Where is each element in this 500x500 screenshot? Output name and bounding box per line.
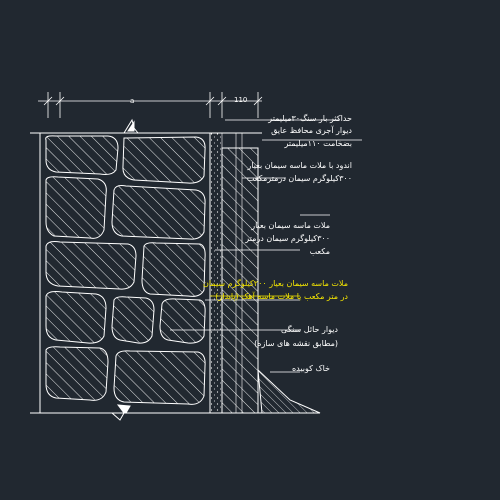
compacted-soil xyxy=(257,368,321,414)
brick-protective-wall xyxy=(221,147,259,414)
annotation-plaster: اندود با ملات ماسه سیمان بعیار xyxy=(247,161,352,170)
annotation-brick-thickness: بضخامت ۱۱۰میلیمتر xyxy=(284,139,352,148)
dimension-a: a xyxy=(130,97,135,105)
mortar-layer xyxy=(209,132,223,414)
annotation-brick-wall: دیوار آجری محافظ عایق xyxy=(271,126,352,135)
annotation-structural-drawings: (مطابق نقشه های سازه) xyxy=(254,339,338,348)
annotation-mortar-unit: مکعب xyxy=(309,247,330,256)
annotation-highlight-mortar: ملات ماسه سیمان بعیار ۲۰۰کیلوگرم سیمان xyxy=(202,279,348,288)
stone-blocks xyxy=(45,135,206,405)
annotation-plaster-mix: ۳۰۰کیلوگرم سیمان درمترمکعب xyxy=(246,174,352,183)
annotation-highlight-mortar-lime: در متر مکعب یا ملات ماسه آهک (پایدار) xyxy=(215,292,348,301)
break-symbols xyxy=(111,118,139,421)
annotation-mortar: ملات ماسه سیمان بعیار xyxy=(251,221,330,230)
dimension-110: 110 xyxy=(234,96,248,104)
annotation-max-stone-load: حداکثر بار سنگ۳۰میلیمتر xyxy=(268,114,352,123)
plaster-layer xyxy=(235,132,243,414)
annotation-compacted-soil: خاک کوبیده xyxy=(291,364,330,373)
top-dimension-line xyxy=(38,92,263,118)
leader-lines xyxy=(170,119,362,373)
annotation-mortar-mix: ۳۰۰کیلوگرم سیمان درمتر xyxy=(245,234,330,243)
annotation-stone-retaining-wall: دیوار حائل سنگی xyxy=(281,325,338,334)
